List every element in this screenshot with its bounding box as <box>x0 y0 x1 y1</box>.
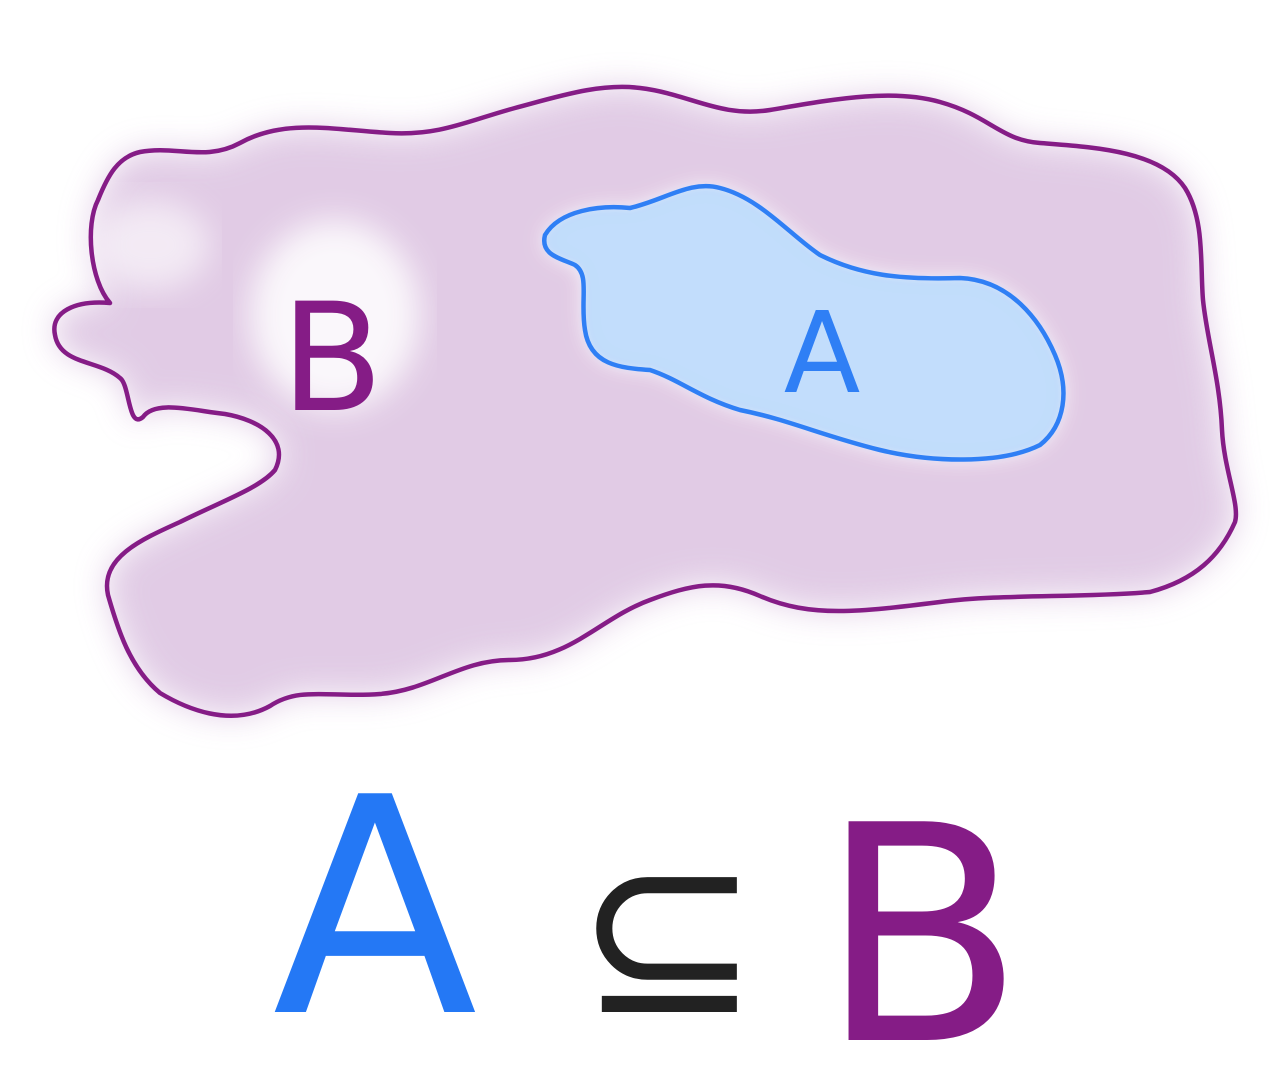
set-a-fill <box>544 186 1064 460</box>
set-b-label: B <box>281 272 384 446</box>
set-b-outline <box>52 84 1239 718</box>
relation-formula: A ⊆ B <box>272 734 1025 1088</box>
set-b-highlight <box>250 220 420 410</box>
set-b-highlight <box>90 200 210 290</box>
set-a-outline <box>542 183 1066 462</box>
set-a-label: A <box>784 289 861 419</box>
subset-symbol: ⊆ <box>576 808 760 1064</box>
relation-right-operand: B <box>819 762 1025 1088</box>
set-a-region <box>542 183 1066 462</box>
set-b-region <box>52 84 1239 718</box>
relation-left-operand: A <box>272 734 478 1083</box>
